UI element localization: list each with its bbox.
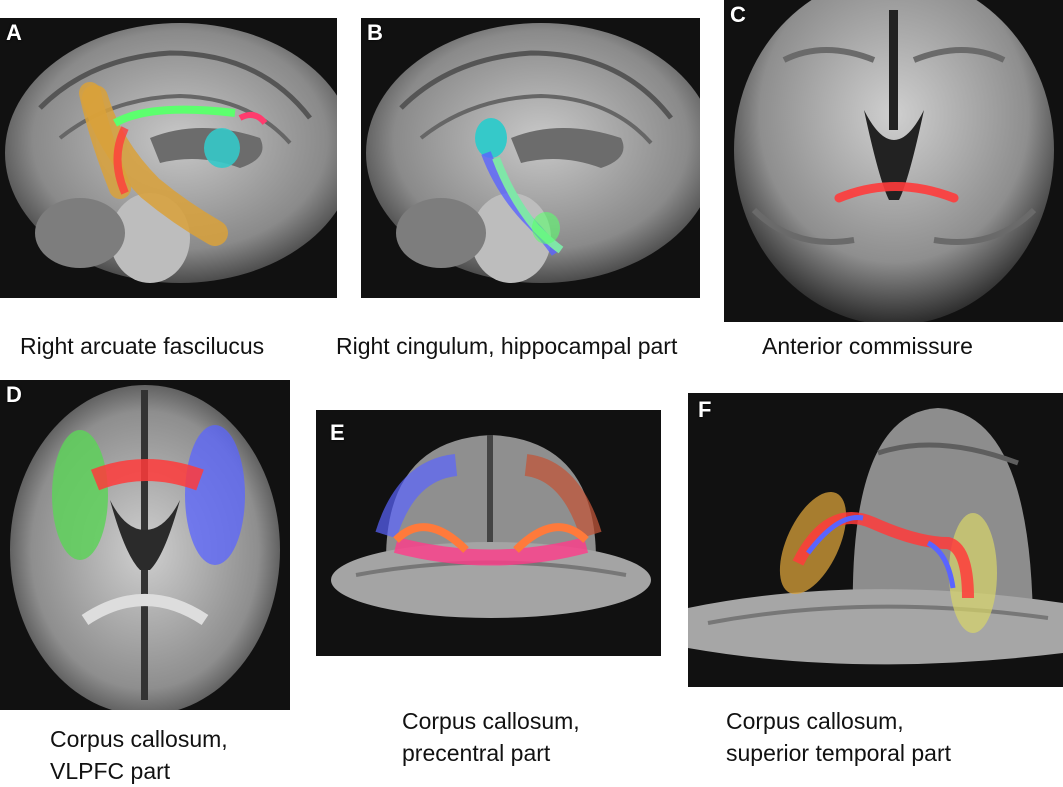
caption-a: Right arcuate fascilucus	[20, 333, 265, 359]
caption-b: Right cingulum, hippocampal part	[336, 333, 678, 359]
panel-a-letter: A	[6, 20, 22, 45]
panel-a-image	[0, 18, 337, 298]
caption-d-line2: VLPFC part	[50, 758, 171, 784]
panel-c-letter: C	[730, 2, 746, 27]
caption-f-line2: superior temporal part	[726, 740, 951, 766]
panel-f-image	[688, 393, 1063, 687]
panel-f-letter: F	[698, 397, 712, 422]
panel-c-image	[724, 0, 1063, 322]
panel-b: B	[361, 18, 700, 298]
caption-f: Corpus callosum, superior temporal part	[726, 705, 951, 769]
panel-d-image	[0, 380, 290, 710]
panel-b-image	[361, 18, 700, 298]
caption-e-line2: precentral part	[402, 740, 551, 766]
panel-c: C	[724, 0, 1063, 322]
caption-f-line1: Corpus callosum,	[726, 708, 904, 734]
caption-d: Corpus callosum, VLPFC part	[50, 723, 228, 787]
panel-f: F	[688, 393, 1063, 687]
panel-b-letter: B	[367, 20, 383, 45]
panel-e: E	[316, 410, 661, 656]
caption-e: Corpus callosum, precentral part	[402, 705, 580, 769]
panel-e-letter: E	[330, 420, 345, 445]
panel-d: D	[0, 380, 290, 710]
panel-d-letter: D	[6, 382, 22, 407]
panel-a: A	[0, 18, 337, 298]
caption-c: Anterior commissure	[762, 333, 973, 359]
panel-e-image	[316, 410, 661, 656]
caption-d-line1: Corpus callosum,	[50, 726, 228, 752]
caption-e-line1: Corpus callosum,	[402, 708, 580, 734]
